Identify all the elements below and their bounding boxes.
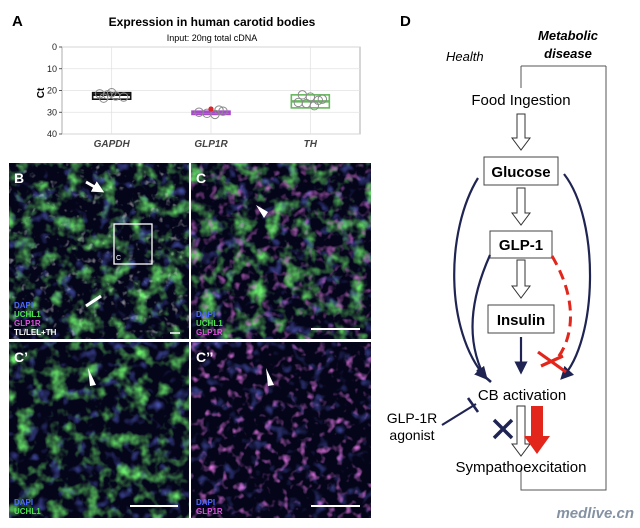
data-point (309, 101, 320, 111)
chart-title: Expression in human carotid bodies (109, 15, 316, 29)
channel-label: TL/LEL+TH (14, 328, 57, 337)
y-tick-label: 0 (52, 42, 57, 52)
data-point (317, 94, 328, 104)
glucose-to-cb-arrow (453, 177, 488, 380)
channel-label: DAPI (196, 498, 215, 507)
glp1-disease-dashed (550, 255, 572, 361)
insulin-box (487, 304, 555, 334)
x-tick-label: GAPDH (94, 139, 131, 150)
y-tick-label: 30 (47, 107, 57, 117)
channel-label: DAPI (14, 498, 33, 507)
channel-label: GLP1R (196, 328, 223, 337)
arrow-marker (85, 180, 105, 193)
x-tick-label: TH (304, 139, 318, 150)
channel-label: DAPI (14, 301, 33, 310)
arrowhead-marker (88, 368, 96, 386)
channel-label: DAPI (196, 310, 215, 319)
metabolic-bracket (520, 66, 607, 491)
disease-label: disease (544, 46, 592, 61)
chart-subtitle: Input: 20ng total cDNA (167, 33, 258, 43)
y-axis-label: Ct (36, 87, 47, 98)
insulin-label: Insulin (497, 312, 545, 329)
data-point (98, 93, 109, 103)
panel-letter-c-prime: C’ (14, 349, 28, 365)
mean-marker (208, 106, 214, 112)
data-point (106, 87, 117, 98)
red-arrow (524, 406, 550, 454)
hollow-arrow (511, 259, 531, 299)
panel-letter-c-double-prime: C’’ (196, 349, 213, 365)
glucose-box (483, 156, 559, 186)
arrowhead-marker (266, 368, 274, 386)
block-x-icon (492, 418, 514, 440)
channel-label: GLP1R (196, 507, 223, 516)
channel-label: UCHL1 (196, 319, 223, 328)
health-label: Health (446, 49, 484, 64)
inhibition-bar (476, 369, 492, 383)
y-tick-label: 10 (47, 64, 57, 74)
hollow-arrow (511, 113, 531, 151)
y-tick-label: 40 (47, 129, 57, 139)
data-point (218, 106, 228, 116)
panel-d: D Health Metabolic disease Food Ingestio… (387, 13, 607, 491)
glp1-label: GLP-1 (499, 237, 543, 254)
data-point (210, 109, 220, 120)
inset-box (113, 223, 153, 265)
hollow-arrow (511, 187, 531, 226)
glp1-box (489, 230, 553, 259)
sympathoexcitation-label: Sympathoexcitation (456, 459, 587, 476)
y-tick-label: 20 (47, 86, 57, 96)
cb-activation-label: CB activation (478, 387, 566, 404)
agonist-label: GLP-1R (387, 410, 438, 426)
data-point (118, 92, 129, 102)
agonist-inhibits-cb (441, 403, 477, 426)
glp1-inhibits-cb (471, 254, 492, 377)
panel-letter-b: B (14, 170, 24, 186)
glucose-label: Glucose (491, 164, 550, 181)
metabolic-label: Metabolic (538, 28, 599, 43)
arrow-marker (85, 294, 102, 308)
hollow-arrow (511, 405, 531, 457)
red-block-icon (537, 350, 567, 374)
panel-letter-d: D (400, 13, 411, 30)
inhibition-bar (466, 397, 480, 413)
arrowhead-marker (256, 205, 268, 218)
inset-label: C (116, 255, 121, 262)
channel-label: UCHL1 (14, 507, 41, 516)
glucose-to-cb-right-arrow (560, 173, 592, 380)
channel-label: UCHL1 (14, 310, 41, 319)
channel-label: GLP1R (14, 319, 41, 328)
panel-a: A Expression in human carotid bodies Inp… (12, 13, 361, 150)
panel-letter-a: A (12, 13, 23, 30)
x-tick-label: GLP1R (194, 139, 228, 150)
food-ingestion-label: Food Ingestion (471, 92, 570, 109)
watermark: medlive.cn (556, 505, 634, 522)
agonist-label-2: agonist (389, 427, 434, 443)
panel-letter-c: C (196, 170, 206, 186)
